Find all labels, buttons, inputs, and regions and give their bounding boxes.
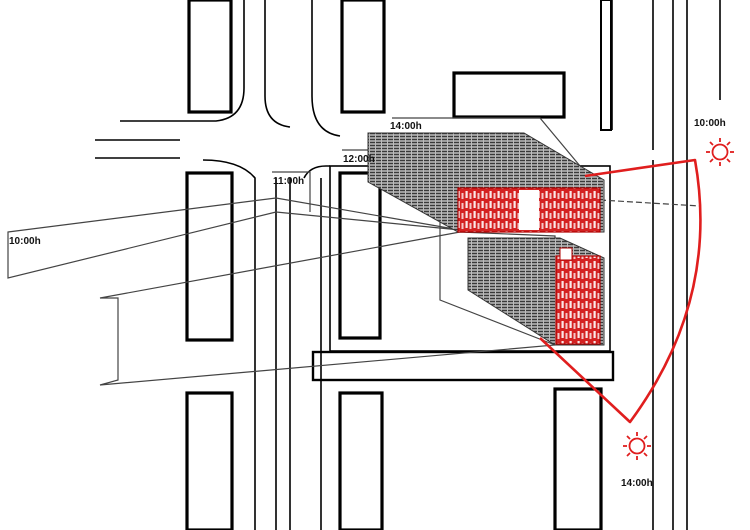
label-shadow-1100: 11:00h bbox=[273, 176, 304, 187]
block-top-left bbox=[187, 0, 233, 114]
label-sun-east: 10:00h bbox=[694, 118, 726, 129]
shadow-outline-1000-long bbox=[99, 231, 556, 386]
curb-right-c bbox=[672, 0, 688, 530]
cross-street-bar bbox=[311, 350, 615, 382]
block-middle-tall bbox=[338, 171, 382, 340]
block-bottom-middle bbox=[338, 391, 384, 530]
shadow-guide bbox=[599, 199, 701, 207]
curb-left-vertical bbox=[264, 0, 291, 128]
building-gap bbox=[519, 190, 539, 230]
proposed-buildings bbox=[457, 187, 601, 345]
street-network bbox=[95, 0, 721, 530]
block-top-right bbox=[452, 71, 566, 119]
label-sun-south: 14:00h bbox=[621, 478, 653, 489]
curb-mid-upper bbox=[311, 0, 341, 137]
block-top-middle bbox=[340, 0, 386, 114]
label-shadow-1400: 14:00h bbox=[390, 121, 422, 132]
label-shadow-1200: 12:00h bbox=[343, 154, 375, 165]
curb-left-lower bbox=[202, 159, 256, 530]
city-blocks bbox=[185, 0, 612, 530]
curb-road-b bbox=[303, 165, 330, 179]
sun-east bbox=[706, 138, 734, 166]
shadow-outline-1100 bbox=[272, 171, 311, 212]
sun-path-arc bbox=[539, 158, 702, 424]
block-bottom-right bbox=[553, 387, 603, 530]
building-notch bbox=[559, 247, 573, 261]
curb-horizontal-top bbox=[95, 139, 180, 159]
block-top-far-right bbox=[600, 0, 612, 131]
shadow-outline-1000 bbox=[7, 197, 461, 279]
time-labels: 10:00h 14:00h 10:00h 11:00h 12:00h 14:00… bbox=[9, 118, 726, 489]
building-block-lower bbox=[555, 255, 601, 345]
sun-south bbox=[623, 432, 651, 460]
label-shadow-1000: 10:00h bbox=[9, 236, 41, 247]
curb-road-a bbox=[275, 178, 291, 530]
block-bottom-left bbox=[185, 391, 234, 530]
sun-icon-south bbox=[623, 432, 651, 460]
curb-left-upper bbox=[120, 0, 245, 122]
sun-icon-east bbox=[706, 138, 734, 166]
block-left-tall bbox=[185, 171, 234, 342]
